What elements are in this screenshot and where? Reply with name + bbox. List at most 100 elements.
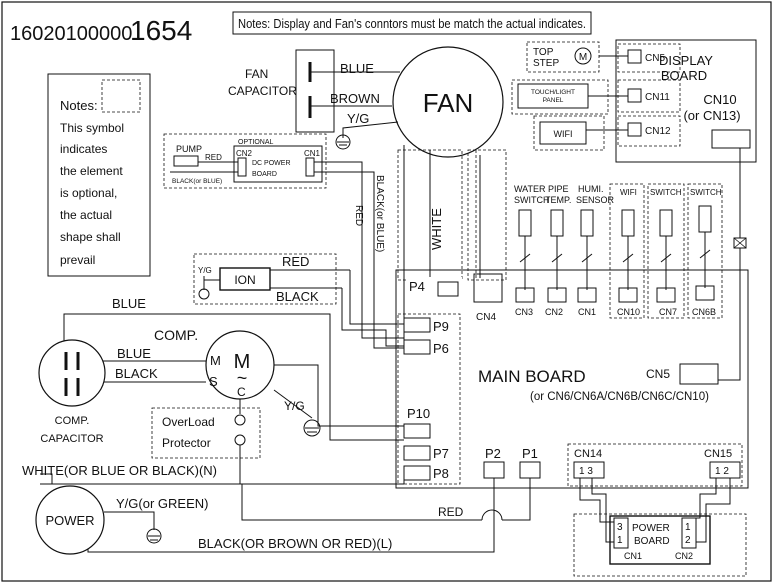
power-board-title: POWER: [632, 523, 670, 534]
compressor-symbol: M: [234, 351, 251, 373]
sensor-label: TEMP.: [545, 195, 571, 205]
dc-power-board: [233, 145, 323, 183]
power-board-cn1: CN1: [624, 551, 642, 561]
comp-s-terminal: S: [209, 374, 218, 389]
connector-label: CN2: [545, 307, 563, 317]
ion-ground-icon: [198, 288, 210, 300]
notes-box: Notes: This symbol indicates the element…: [47, 73, 151, 277]
overload-protector-icon: [234, 414, 246, 426]
main-p4-label: P4: [409, 279, 425, 294]
display-cn11-label: CN11: [645, 92, 670, 103]
model-prefix: 16020100000: [10, 23, 132, 45]
wifi-module: [539, 121, 587, 145]
ion-label: ION: [234, 273, 255, 287]
comp-m-terminal: M: [210, 353, 221, 368]
display-cn12-label: CN12: [645, 126, 671, 137]
dc-power-board-label: BOARD: [252, 171, 277, 178]
main-board-outline: [395, 269, 749, 489]
touch-panel-label: TOUCH/LIGHT: [531, 89, 575, 96]
fan-wire-brown-label: BROWN: [330, 91, 380, 106]
pump-label: PUMP: [176, 144, 202, 154]
fan-wire-blue-label: BLUE: [340, 61, 374, 76]
overload-label: OverLoad: [162, 415, 215, 429]
step-motor-symbol: M: [579, 52, 587, 63]
main-p2-label: P2: [485, 446, 501, 461]
display-board-title: DISPLAY: [659, 53, 713, 68]
compressor-tilde: ~: [237, 368, 248, 388]
white-wire-label: WHITE: [429, 208, 444, 250]
top-step-label: STEP: [533, 58, 559, 69]
main-board-alt-label: (or CN6/CN6A/CN6B/CN6C/CN10): [530, 391, 709, 403]
main-cn4-label: CN4: [476, 312, 496, 323]
pump-icon: [173, 155, 199, 167]
sensor-label: HUMI.: [578, 184, 604, 194]
main-cn5-connector: [679, 363, 719, 385]
ion-section: Y/G ION RED BLACK: [193, 253, 404, 347]
comp-label: COMP.: [154, 327, 198, 343]
fan-section: FAN CAPACITOR BLUE BROWN FAN Y/G WHITE: [228, 46, 507, 340]
fan-yg-label: Y/G: [347, 111, 369, 126]
ion-generator: [219, 267, 271, 291]
touch-panel-label: PANEL: [543, 97, 564, 104]
power-ground-label: Y/G(or GREEN): [116, 496, 208, 511]
fan-motor: [392, 46, 504, 158]
display-cn10-label: CN10: [703, 92, 736, 107]
power-live-label: BLACK(OR BROWN OR RED)(L): [198, 536, 392, 551]
comp-blue-label: BLUE: [112, 296, 146, 311]
pump-red-label: RED: [205, 153, 222, 162]
pump-optional-label: OPTIONAL: [238, 139, 274, 146]
power-neutral-label: WHITE(OR BLUE OR BLACK)(N): [22, 463, 217, 478]
pump-cn1-label: CN1: [304, 149, 321, 158]
cn4-connector: [473, 273, 503, 303]
connector-label: CN1: [578, 307, 596, 317]
model-number: 16020100000 1654: [10, 15, 192, 46]
compressor-section: BLUE COMP. M ~ M S C BLUE BLACK COMP. CA…: [38, 296, 404, 484]
sensor-wifi-label: WIFI: [620, 188, 637, 197]
power-board-pin: 3: [617, 522, 623, 533]
sensor-switch-label: SWITCH: [690, 188, 722, 197]
pump-section: OPTIONAL PUMP RED BLACK(or BLUE) CN2 CN1…: [163, 133, 404, 349]
connector-label: CN10: [617, 307, 640, 317]
top-step-label: TOP: [533, 47, 554, 58]
step-motor-icon: [574, 47, 592, 65]
main-board-title: MAIN BOARD: [478, 367, 586, 386]
notes-line: indicates: [60, 142, 107, 156]
main-p8-label: P8: [433, 466, 449, 481]
ion-yg-label: Y/G: [198, 266, 212, 275]
pump-cn2-label: CN2: [236, 149, 253, 158]
wifi-module-label: WIFI: [554, 129, 573, 139]
power-board: 3 1 1 2 POWER BOARD CN1 CN2: [573, 478, 747, 577]
display-cn10-connector: [711, 129, 751, 149]
notes-line: the actual: [60, 208, 112, 222]
overload-label: Protector: [162, 436, 211, 450]
connector-label: CN3: [515, 307, 533, 317]
comp-wire-blue-label: BLUE: [117, 346, 151, 361]
power-red-label: RED: [438, 505, 464, 519]
note-banner: Notes: Display and Fan's conntors must b…: [238, 17, 586, 31]
display-board-outline: [615, 39, 757, 163]
fan-capacitor-label: FAN: [245, 67, 268, 81]
main-p6-label: P6: [433, 341, 449, 356]
cn15-pins: 1 2: [715, 466, 729, 477]
comp-capacitor: [38, 339, 106, 407]
main-board: P4 CN4 P9 P6 P10 P7 P8 MAIN BOARD (or CN…: [395, 269, 749, 489]
comp-ground-icon: [303, 419, 321, 437]
sensor-label: PIPE: [548, 184, 569, 194]
power-board-pin: 1: [685, 522, 691, 533]
display-cn5-label: CN5: [645, 53, 665, 64]
main-cn5-label: CN5: [646, 367, 670, 381]
model-suffix: 1654: [130, 15, 192, 46]
note-banner-box: [232, 11, 592, 35]
ion-black-label: BLACK: [276, 289, 319, 304]
power-board-pin: 2: [685, 535, 691, 546]
notes-line: is optional,: [60, 186, 117, 200]
power-ground-icon: [146, 528, 162, 544]
notes-line: prevail: [60, 253, 95, 267]
power-board-title: BOARD: [634, 536, 670, 547]
power-board-outline: [609, 515, 711, 565]
sensor-switch-label: SWITCH: [650, 188, 682, 197]
connector-label: CN7: [659, 307, 677, 317]
power-plug: [35, 485, 105, 555]
